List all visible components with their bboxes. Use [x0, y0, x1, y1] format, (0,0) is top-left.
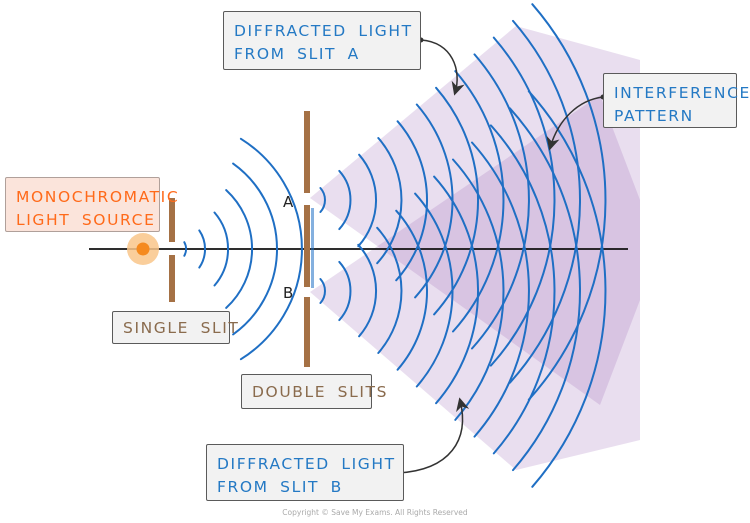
waves-from-slit-a	[319, 3, 607, 401]
label-diffracted-light-slit-a: DIFFRACTED LIGHT FROM SLIT A	[223, 11, 421, 70]
slit-a-label: A	[283, 193, 294, 211]
wavefront-slit-b	[376, 226, 403, 354]
wavefront-single-slit	[183, 241, 187, 257]
copyright-notice: Copyright © Save My Exams. All Rights Re…	[282, 508, 468, 517]
label-line: SINGLE SLIT	[123, 319, 240, 337]
wavefront-slit-b	[414, 192, 454, 388]
wavefront-slit-b	[527, 90, 607, 488]
label-line: DOUBLE SLITS	[252, 383, 389, 401]
wavefront-single-slit	[232, 162, 279, 336]
arrow-to-slit-a-waves	[420, 39, 465, 96]
wavefront-slit-a	[471, 53, 530, 350]
single-slit-barrier	[169, 198, 175, 302]
wavefront-single-slit	[198, 229, 206, 269]
label-diffracted-light-slit-b: DIFFRACTED LIGHT FROM SLIT B	[206, 444, 404, 501]
wavefront-single-slit	[225, 189, 254, 309]
label-line: LIGHT SOURCE	[16, 211, 156, 229]
wavefront-slit-a	[319, 187, 326, 213]
slit-b-label: B	[283, 284, 294, 302]
label-line: PATTERN	[614, 107, 694, 125]
label-single-slit: SINGLE SLIT	[112, 311, 240, 344]
label-monochromatic-light-source: MONOCHROMATIC LIGHT SOURCE	[5, 177, 180, 232]
wavefront-slit-a	[508, 19, 581, 384]
label-line: INTERFERENCE	[614, 84, 750, 102]
light-source	[127, 233, 159, 265]
wavefront-slit-b	[489, 124, 556, 455]
wavefront-single-slit	[213, 211, 229, 287]
label-line: FROM SLIT A	[234, 45, 360, 63]
label-double-slits: DOUBLE SLITS	[241, 374, 389, 409]
wavefront-slit-a	[376, 137, 403, 265]
fan-slit-b	[310, 95, 640, 470]
wavefront-slit-b	[452, 158, 505, 421]
wavefront-slit-a	[395, 120, 429, 282]
wavefront-slit-a	[489, 36, 556, 367]
label-line: DIFFRACTED LIGHT	[234, 22, 413, 40]
wavefront-slit-b	[395, 209, 429, 371]
label-line: FROM SLIT B	[217, 478, 343, 496]
wavefront-slit-a	[452, 70, 505, 333]
label-line: MONOCHROMATIC	[16, 188, 180, 206]
waves-from-slit-b	[319, 90, 607, 488]
wavefront-slit-a	[338, 169, 352, 231]
wavefront-single-slit	[239, 137, 303, 361]
wavefront-slit-b	[508, 107, 581, 472]
wavefront-slit-b	[357, 243, 377, 338]
wavefront-slit-b	[471, 141, 530, 438]
arrow-to-slit-b-waves	[397, 397, 470, 474]
wavefront-slit-b	[433, 175, 479, 405]
double-slit-barrier	[304, 111, 314, 367]
label-line: DIFFRACTED LIGHT	[217, 455, 396, 473]
label-interference-pattern: INTERFERENCE PATTERN	[603, 73, 750, 128]
arrow-to-interference	[546, 96, 604, 151]
wavefront-slit-b	[338, 260, 352, 322]
wavefront-slit-a	[433, 86, 479, 316]
waves-single-slit	[183, 137, 303, 361]
wavefront-slit-a	[527, 3, 607, 401]
wavefront-slit-b	[319, 278, 326, 304]
wavefront-slit-a	[357, 153, 377, 248]
